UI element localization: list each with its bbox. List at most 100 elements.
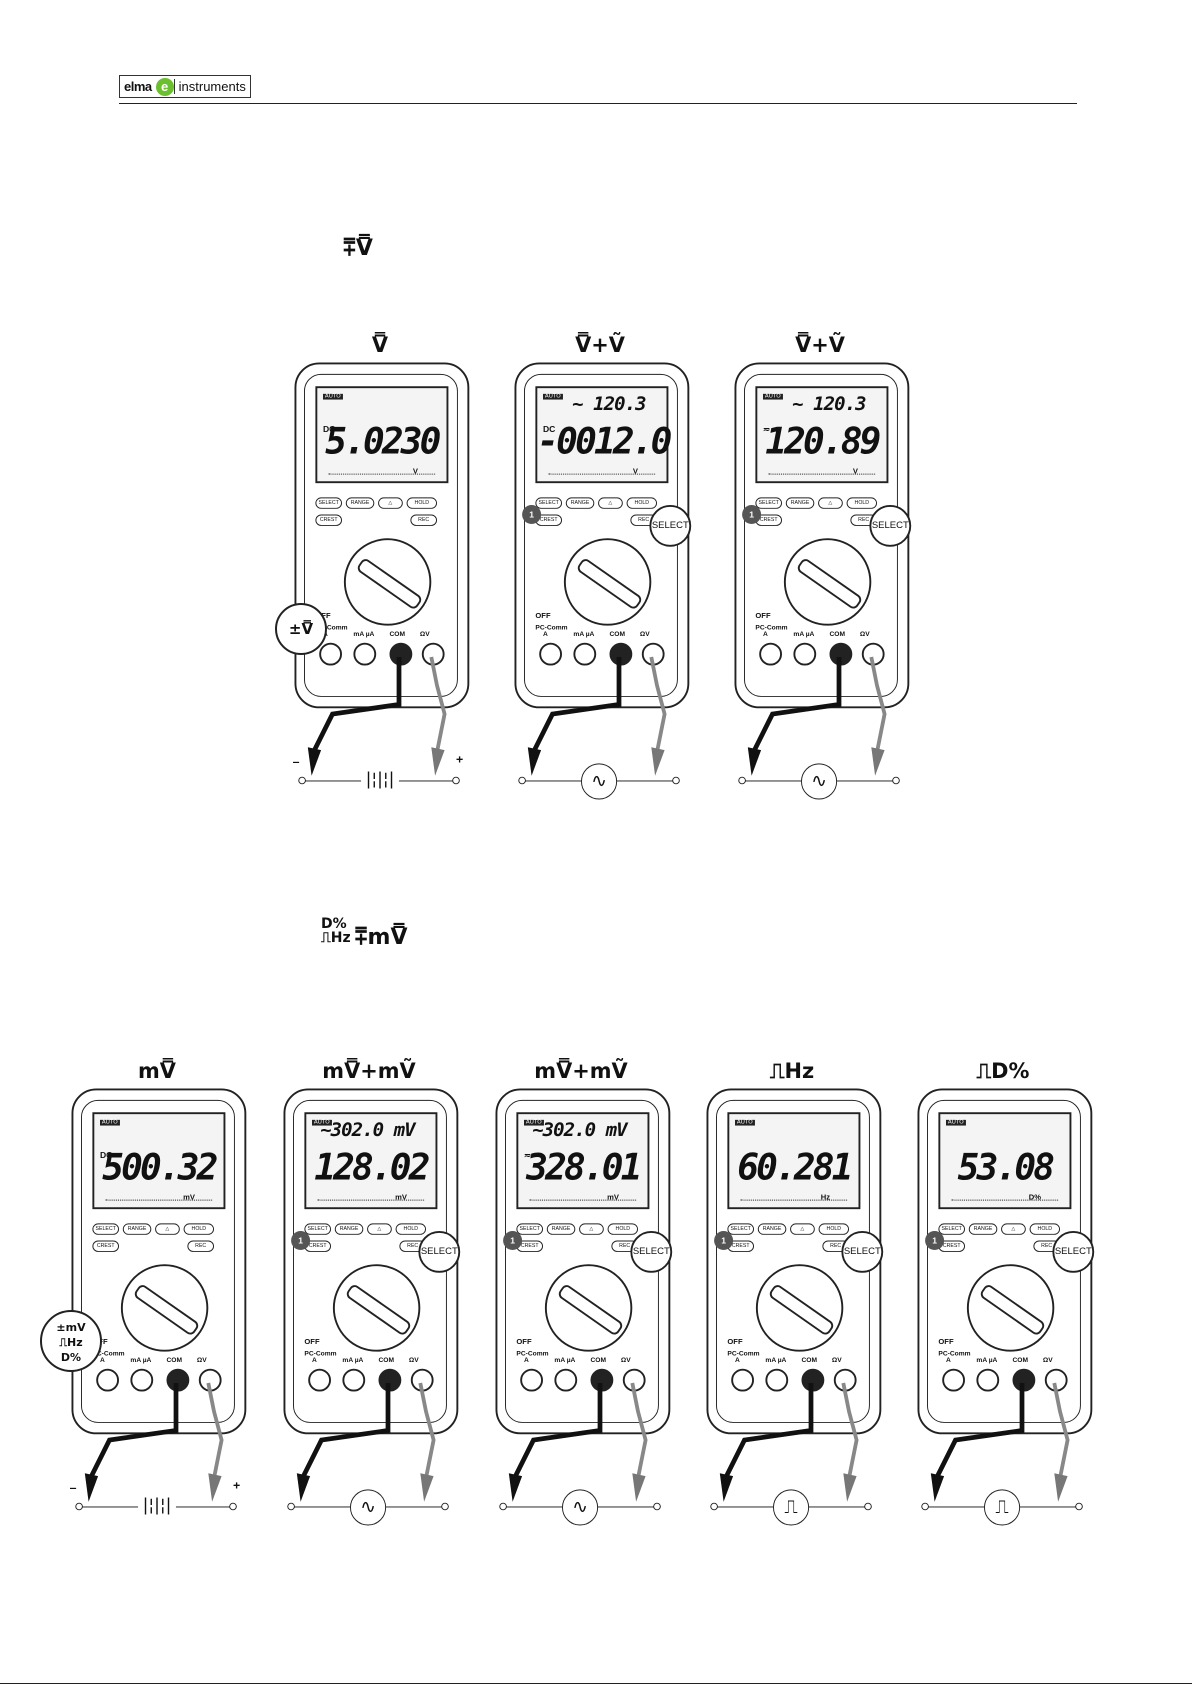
symbol-mv: ⩱mV̿ [354, 925, 408, 950]
lcd-auto-badge: AUTO [323, 393, 343, 400]
range-button[interactable]: RANGE [757, 1223, 787, 1235]
circuit-node-right [1075, 1502, 1083, 1511]
crest-button[interactable]: CREST [315, 514, 342, 526]
hold-button[interactable]: HOLD [626, 497, 657, 509]
lcd-display: AUTO ~302.0 mV ≂ 328.01 mV [516, 1112, 650, 1210]
pccomm-label: PC-Comm [304, 1350, 337, 1358]
delta-button[interactable]: △ [598, 497, 623, 509]
range-button[interactable]: RANGE [968, 1223, 998, 1235]
jack-a[interactable] [539, 642, 562, 666]
range-button[interactable]: RANGE [334, 1223, 364, 1235]
rotary-dial[interactable] [544, 1264, 633, 1352]
range-button[interactable]: RANGE [546, 1223, 576, 1235]
delta-button[interactable]: △ [155, 1223, 180, 1235]
rotary-dial[interactable] [563, 538, 652, 626]
delta-button[interactable]: △ [367, 1223, 392, 1235]
jack-ma[interactable] [765, 1368, 789, 1392]
rec-button[interactable]: REC [410, 514, 437, 526]
circuit-node-left [518, 776, 526, 785]
jack-a[interactable] [759, 642, 782, 666]
button-panel: SELECT RANGE △ HOLD CREST REC [92, 1214, 221, 1252]
hold-button[interactable]: HOLD [607, 1223, 638, 1235]
meter-drawing: AUTO ~ 120.3 DC -0012.0 V SELECT RANGE △… [505, 362, 695, 810]
select-callout: SELECT [841, 1231, 884, 1273]
press-step-marker: 1 [925, 1231, 945, 1250]
lcd-main-reading: 60.281 [737, 1146, 853, 1189]
meter-bezel [304, 373, 458, 697]
jack-a-label: A [524, 1357, 529, 1364]
meter-drawing: AUTO ~302.0 mV ≂ 328.01 mV SELECT RANGE … [486, 1088, 676, 1536]
multimeter-figure: V̿+Ṽ AUTO ~ 120.3 ≂ 120.89 V SELECT RANG… [725, 334, 915, 809]
delta-button[interactable]: △ [378, 497, 403, 509]
press-step-marker: 1 [522, 505, 542, 524]
off-label: OFF [938, 1337, 954, 1346]
jack-a[interactable] [942, 1368, 965, 1392]
hold-button[interactable]: HOLD [406, 497, 437, 509]
select-button[interactable]: SELECT [304, 1223, 331, 1235]
rotary-dial[interactable] [120, 1264, 209, 1352]
lcd-bargraph [328, 473, 436, 478]
button-panel: SELECT RANGE △ HOLD CREST REC [727, 1214, 856, 1252]
jack-ma[interactable] [130, 1368, 154, 1392]
lcd-bargraph [317, 1199, 425, 1204]
range-button[interactable]: RANGE [565, 497, 595, 509]
lcd-auto-badge: AUTO [735, 1119, 755, 1126]
rotary-dial[interactable] [755, 1264, 844, 1352]
crest-button[interactable]: CREST [92, 1240, 119, 1252]
jack-ma[interactable] [353, 642, 377, 666]
lcd-unit: mV [607, 1193, 619, 1202]
jack-ma-label: mA µA [353, 631, 375, 638]
lcd-unit: V [632, 467, 638, 476]
select-button[interactable]: SELECT [315, 497, 342, 509]
select-button[interactable]: SELECT [755, 497, 782, 509]
jack-ma[interactable] [554, 1368, 578, 1392]
test-leads [527, 656, 667, 776]
select-button[interactable]: SELECT [516, 1223, 543, 1235]
lcd-mode-indicator: DC [100, 1150, 113, 1160]
range-button[interactable]: RANGE [122, 1223, 152, 1235]
delta-button[interactable]: △ [818, 497, 843, 509]
jack-ma[interactable] [793, 642, 817, 666]
delta-button[interactable]: △ [1001, 1223, 1026, 1235]
rotary-dial[interactable] [966, 1264, 1055, 1352]
press-step-marker: 1 [742, 505, 762, 524]
jack-a[interactable] [520, 1368, 543, 1392]
hold-button[interactable]: HOLD [818, 1223, 849, 1235]
circuit-node-right [452, 776, 460, 785]
button-panel: SELECT RANGE △ HOLD CREST REC [304, 1214, 433, 1252]
rotary-dial[interactable] [783, 538, 872, 626]
hold-button[interactable]: HOLD [183, 1223, 214, 1235]
rotary-dial[interactable] [343, 538, 432, 626]
mode-caption: mV̿ [138, 1060, 176, 1084]
delta-button[interactable]: △ [579, 1223, 604, 1235]
battery-symbol: |¦|¦| [138, 1489, 176, 1524]
mode-caption: V̿+Ṽ [795, 334, 845, 358]
jack-ma-label: mA µA [765, 1357, 787, 1364]
jack-ma[interactable] [573, 642, 597, 666]
jack-a[interactable] [96, 1368, 119, 1392]
header-rule [119, 103, 1077, 104]
select-button[interactable]: SELECT [535, 497, 562, 509]
select-button[interactable]: SELECT [938, 1223, 965, 1235]
polarity-minus: – [69, 1479, 77, 1495]
lcd-main-reading: 5.0230 [325, 420, 441, 463]
select-callout: SELECT [869, 505, 912, 547]
range-button[interactable]: RANGE [345, 497, 375, 509]
hold-button[interactable]: HOLD [846, 497, 877, 509]
jack-ma[interactable] [976, 1368, 1000, 1392]
select-button[interactable]: SELECT [92, 1223, 119, 1235]
jack-a[interactable] [308, 1368, 331, 1392]
hold-button[interactable]: HOLD [1029, 1223, 1060, 1235]
jack-ma[interactable] [342, 1368, 366, 1392]
hold-button[interactable]: HOLD [395, 1223, 426, 1235]
delta-button[interactable]: △ [790, 1223, 815, 1235]
jack-a[interactable] [731, 1368, 754, 1392]
range-button[interactable]: RANGE [785, 497, 815, 509]
circuit-node-left [298, 776, 306, 785]
rec-button[interactable]: REC [187, 1240, 214, 1252]
rotary-dial[interactable] [332, 1264, 421, 1352]
button-panel: SELECT RANGE △ HOLD CREST REC [315, 488, 444, 526]
circuit-node-right [864, 1502, 872, 1511]
select-button[interactable]: SELECT [727, 1223, 754, 1235]
jack-a[interactable] [319, 642, 342, 666]
